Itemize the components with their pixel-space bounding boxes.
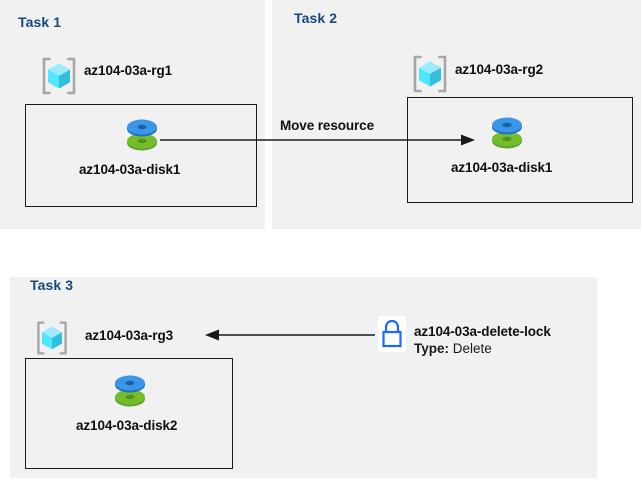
delete-lock-arrow (205, 324, 375, 346)
managed-disk-icon (110, 369, 150, 411)
task-3-panel (10, 277, 597, 478)
resource-group-icon (33, 319, 71, 357)
task-1-resource-container (25, 104, 257, 207)
managed-disk-icon (487, 111, 527, 153)
delete-lock-type-value: Delete (452, 341, 492, 356)
resource-group-label-rg2: az104-03a-rg2 (455, 62, 544, 77)
task-2-heading: Task 2 (294, 10, 338, 26)
lock-icon (378, 316, 406, 352)
delete-lock-type-key: Type: (414, 341, 450, 356)
resource-group-icon (38, 55, 80, 97)
delete-lock-name-label: az104-03a-delete-lock (414, 324, 551, 339)
resource-group-label-rg1: az104-03a-rg1 (84, 63, 173, 78)
task-3-resource-container (25, 358, 233, 469)
resource-label-disk1: az104-03a-disk1 (79, 162, 181, 177)
task-2-panel (272, 0, 641, 229)
resource-group-icon (409, 53, 451, 95)
delete-lock-type-line: Type: Delete (414, 341, 492, 356)
managed-disk-icon (122, 113, 162, 155)
move-resource-label: Move resource (280, 118, 374, 133)
resource-label-disk2: az104-03a-disk2 (76, 418, 178, 433)
task-1-panel (0, 0, 265, 229)
resource-group-label-rg3: az104-03a-rg3 (85, 328, 174, 343)
resource-label-disk1-moved: az104-03a-disk1 (451, 160, 553, 175)
move-resource-arrow (160, 128, 475, 152)
task-3-heading: Task 3 (30, 277, 74, 293)
task-2-resource-container (407, 97, 633, 203)
task-1-heading: Task 1 (18, 14, 62, 30)
